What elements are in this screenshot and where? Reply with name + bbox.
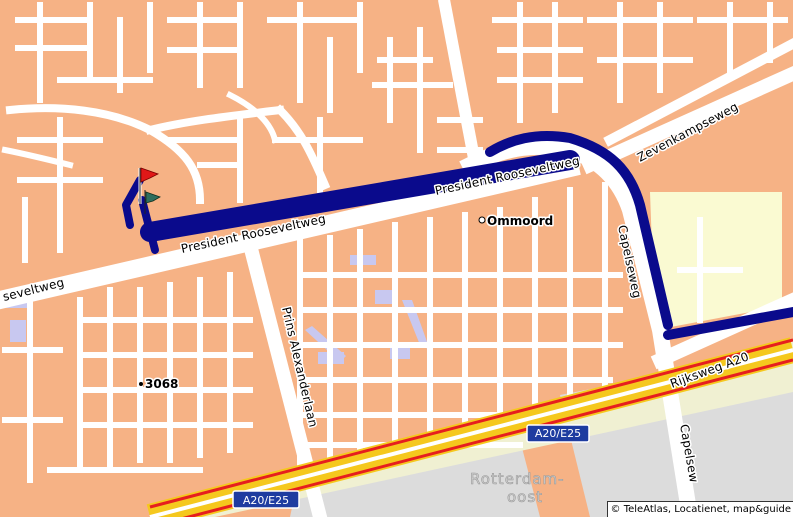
route-path xyxy=(122,131,793,340)
svg-text:Ommoord: Ommoord xyxy=(487,214,553,228)
svg-text:3068: 3068 xyxy=(145,377,178,391)
place-label-3068: 3068 xyxy=(145,377,178,391)
district-label-line1: Rotterdam- xyxy=(470,470,565,488)
park-area xyxy=(650,192,782,330)
place-dot-3068 xyxy=(139,382,143,386)
shield-label-west: A20/E25 xyxy=(243,494,289,507)
shield-label-east: A20/E25 xyxy=(535,427,581,440)
highway-shield-west: A20/E25 xyxy=(232,490,300,509)
place-label-ommoord: Ommoord xyxy=(487,214,553,228)
highway-shield-east: A20/E25 xyxy=(526,424,590,443)
green-flag-icon[interactable] xyxy=(144,190,161,214)
district-label: Rotterdam- oost xyxy=(470,470,565,507)
place-dot-ommoord xyxy=(478,216,486,224)
red-flag-icon[interactable] xyxy=(138,167,160,204)
copyright-notice: © TeleAtlas, Locatienet, map&guide xyxy=(606,501,793,517)
place-labels: Ommoord Ommoord 3068 3068 xyxy=(139,213,555,393)
district-label-line2: oost xyxy=(507,488,543,506)
